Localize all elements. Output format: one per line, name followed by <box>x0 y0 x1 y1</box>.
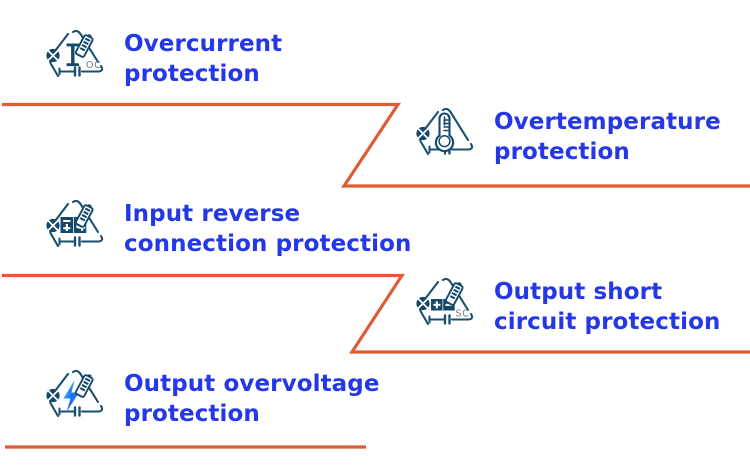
feature-item-overtemperature: Overtemperature protection <box>408 102 721 172</box>
crossed-circle-glyph <box>416 296 430 311</box>
battery-glyph <box>74 204 94 228</box>
thermometer-glyph <box>434 112 455 153</box>
icon-badge-text: SC <box>456 309 470 320</box>
input-reverse-connection-protection-icon <box>38 194 114 264</box>
battery-glyph <box>444 282 464 306</box>
icon-badge-text: OC <box>86 60 101 71</box>
overcurrent-protection-icon: OC <box>38 24 114 94</box>
feature-label-output-short-circuit: Output short circuit protection <box>494 278 721 335</box>
feature-item-overcurrent: OC Overcurrent protection <box>38 24 282 94</box>
feature-item-output-short-circuit: SC Output short circuit protection <box>408 272 720 342</box>
crossed-circle-glyph <box>46 218 60 233</box>
lightning-bolt-icon <box>63 380 79 412</box>
feature-item-input-reverse-connection: Input reverse connection protection <box>38 194 411 264</box>
feature-label-overtemperature: Overtemperature protection <box>494 108 721 165</box>
current-symbol <box>66 43 79 67</box>
output-overvoltage-protection-icon <box>38 364 114 434</box>
feature-label-input-reverse-connection: Input reverse connection protection <box>124 200 412 257</box>
battery-glyph <box>74 374 94 398</box>
crossed-circle-glyph <box>46 388 60 403</box>
overtemperature-protection-icon <box>408 102 484 172</box>
polarity-squares-glyph <box>431 299 455 311</box>
crossed-circle-glyph <box>416 126 430 141</box>
output-short-circuit-protection-icon: SC <box>408 272 484 342</box>
crossed-circle-glyph <box>46 48 60 63</box>
feature-label-overcurrent: Overcurrent protection <box>124 30 283 87</box>
battery-glyph <box>74 34 94 58</box>
feature-label-output-overvoltage: Output overvoltage protection <box>124 370 380 427</box>
feature-item-output-overvoltage: Output overvoltage protection <box>38 364 380 434</box>
